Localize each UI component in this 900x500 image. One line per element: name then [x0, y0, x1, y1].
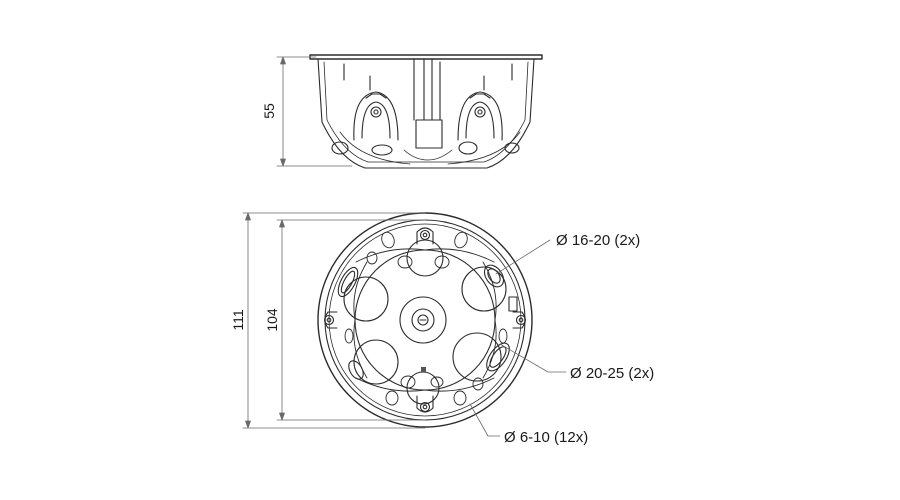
center-hub-outer	[399, 296, 447, 344]
callout-6-10: Ø 6-10 (12x)	[504, 429, 588, 446]
knockout-16-20-lower-left	[348, 360, 364, 380]
side-right-screw	[474, 106, 486, 118]
side-center-rib	[413, 58, 441, 121]
center-hub	[411, 308, 435, 332]
knockout-16-20-lower-right	[486, 342, 510, 372]
leader-20-25	[499, 343, 567, 373]
center-screw	[417, 314, 429, 326]
side-left-screw	[370, 106, 382, 118]
leader-16-20	[495, 239, 551, 275]
screw-post-bottom	[416, 395, 434, 413]
knockout-20-25-left	[343, 276, 389, 322]
side-left-post	[353, 91, 399, 141]
callout-16-20: Ø 16-20 (2x)	[556, 232, 640, 249]
knockout-20-25-bottom-left	[353, 339, 399, 385]
height-dim-label: 55	[261, 103, 277, 119]
callout-20-25: Ø 20-25 (2x)	[570, 365, 654, 382]
orientation-mark	[421, 367, 426, 372]
knockout-16-20-right	[483, 264, 505, 288]
screw-post-right	[508, 296, 527, 329]
side-view	[309, 54, 543, 169]
inner-diameter-dimension	[276, 219, 426, 421]
side-knockout-far-right	[504, 142, 520, 154]
rib-pattern	[353, 248, 497, 392]
inner-diameter-label: 104	[264, 308, 280, 332]
outer-diameter-dimension	[242, 212, 426, 429]
screw-post-top	[416, 227, 434, 245]
side-right-post	[457, 91, 503, 141]
side-body-inner	[323, 61, 529, 163]
small-knockouts	[344, 231, 508, 406]
knockout-20-25-right	[461, 266, 507, 312]
inner-wall	[328, 223, 522, 417]
outer-diameter-label: 111	[230, 309, 246, 330]
top-view	[317, 212, 533, 428]
callout-leaders	[469, 239, 567, 437]
knockout-16-20-left	[337, 266, 359, 298]
leader-6-10	[469, 403, 501, 437]
side-knockout-right	[458, 141, 478, 155]
side-knockout-left	[331, 141, 349, 155]
side-center-block	[415, 119, 443, 149]
side-knockout-front	[371, 144, 393, 156]
side-body	[317, 58, 535, 169]
knockout-20-25-bottom-right	[452, 332, 502, 382]
screw-post-left	[323, 311, 338, 329]
height-dimension	[276, 56, 353, 167]
knockout-20-25-top	[406, 239, 444, 277]
side-rim	[309, 54, 543, 60]
